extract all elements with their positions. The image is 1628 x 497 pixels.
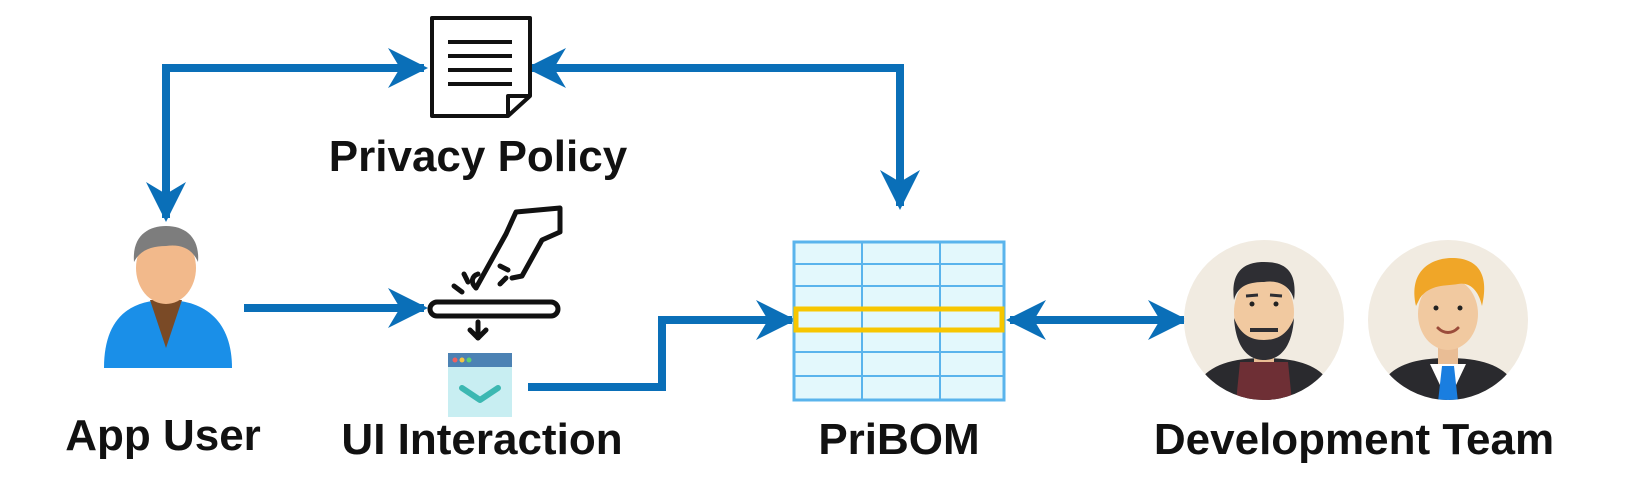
highlighted-row [793, 306, 1005, 333]
dropdown-window-icon [448, 353, 512, 417]
blond-developer-avatar [1368, 240, 1528, 400]
bearded-developer-avatar [1184, 240, 1344, 400]
touch-gesture-icon [427, 205, 563, 341]
app-user-label: App User [65, 411, 261, 460]
privacy-policy-label: Privacy Policy [329, 132, 628, 181]
arrow-policy-pribom [526, 48, 920, 210]
document-icon [430, 16, 532, 118]
user-icon [104, 226, 232, 368]
ui-interaction-label: UI Interaction [341, 415, 622, 464]
table-icon [792, 240, 1006, 402]
arrows [146, 48, 1188, 391]
pribom-label: PriBOM [818, 415, 979, 464]
arrow-user-policy [146, 48, 428, 222]
arrow-interaction-pribom [528, 300, 796, 391]
development-team-label: Development Team [1154, 415, 1554, 464]
